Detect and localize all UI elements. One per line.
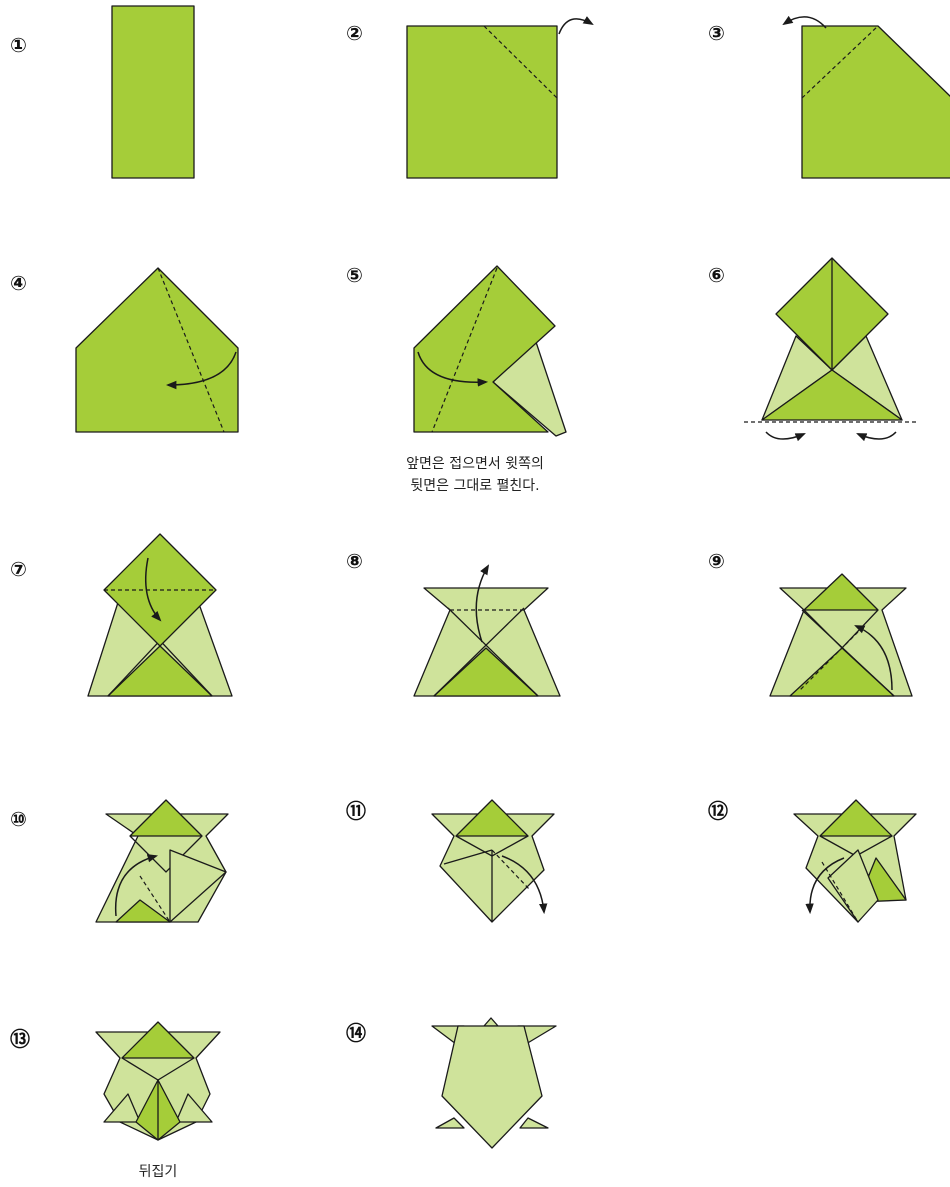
step-10: ⑩ <box>10 800 228 922</box>
fold-arrow <box>559 19 592 34</box>
step-7: ⑦ <box>10 534 232 696</box>
step-8: ⑧ <box>346 549 560 696</box>
step-14: ⑭ <box>346 1018 556 1148</box>
paper-square <box>407 26 557 178</box>
step-number-8: ⑧ <box>346 549 363 573</box>
step-9: ⑨ <box>708 549 912 696</box>
step-number-12: ⑫ <box>708 799 728 823</box>
step-number-7: ⑦ <box>10 557 27 581</box>
step-1: ① <box>10 6 194 178</box>
step-number-6: ⑥ <box>708 263 725 287</box>
step-number-11: ⑪ <box>346 799 366 823</box>
flip-caption: 뒤집기 <box>139 1164 178 1180</box>
step-13: ⑬ 뒤집기 <box>10 1022 220 1180</box>
fold-arrow-right <box>858 432 896 439</box>
turtle-shell <box>442 1026 542 1148</box>
step-number-9: ⑨ <box>708 549 725 573</box>
turtle-head <box>484 1018 498 1026</box>
step-5: ⑤ 앞면은 접으면서 윗쪽의 뒷면은 그대로 펼친다. <box>346 263 566 494</box>
step-3: ③ <box>708 17 950 178</box>
fold-arrow-left <box>766 432 804 439</box>
step-number-1: ① <box>10 33 27 57</box>
step-number-5: ⑤ <box>346 263 363 287</box>
paper-folded-corner <box>802 26 950 178</box>
step-2: ② <box>346 19 592 178</box>
step-number-14: ⑭ <box>346 1021 366 1045</box>
step-number-4: ④ <box>10 271 27 295</box>
step-6: ⑥ <box>708 258 918 439</box>
turtle-right-back-leg <box>520 1118 548 1128</box>
step-number-2: ② <box>346 21 363 45</box>
step-4: ④ <box>10 268 238 432</box>
caption-line-2: 뒷면은 그대로 펼친다. <box>410 478 539 494</box>
step-11: ⑪ <box>346 799 554 922</box>
step-number-10: ⑩ <box>10 807 27 831</box>
step-12: ⑫ <box>708 799 916 922</box>
step-number-3: ③ <box>708 21 725 45</box>
step-number-13: ⑬ <box>10 1027 30 1051</box>
paper-strip <box>112 6 194 178</box>
turtle-left-back-leg <box>436 1118 464 1128</box>
caption-line-1: 앞면은 접으면서 윗쪽의 <box>406 456 544 472</box>
